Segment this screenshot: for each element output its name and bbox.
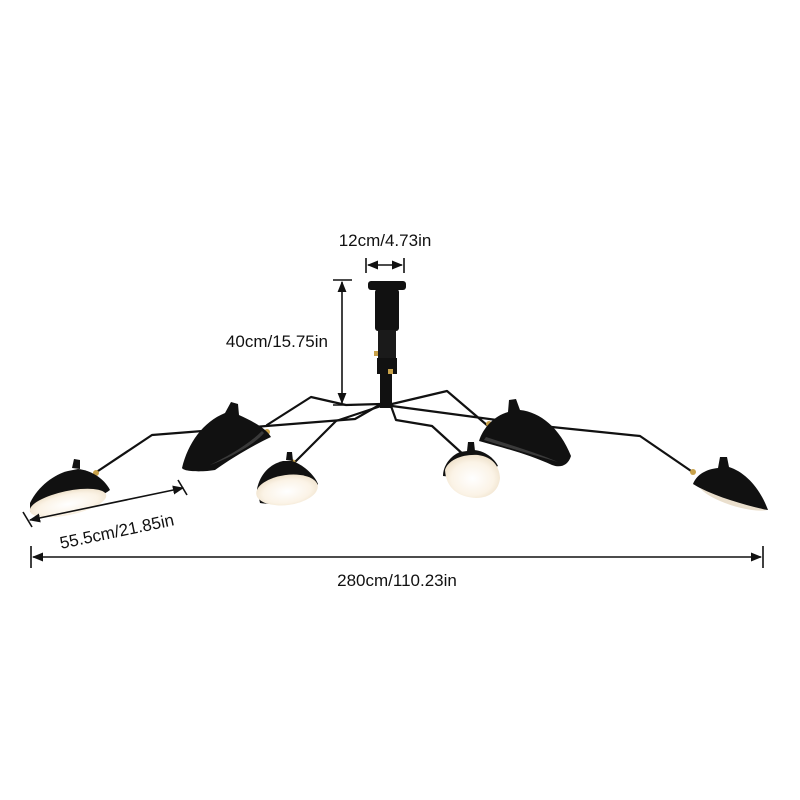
drop-height-label: 40cm/15.75in: [226, 332, 328, 351]
arm-left-upper: [265, 395, 383, 427]
arm-right-inner: [389, 404, 467, 458]
arm-far-right: [390, 404, 696, 475]
dimension-lines: [22, 258, 764, 568]
arm-right-upper: [390, 389, 490, 428]
lamp-fixture: [29, 281, 768, 518]
arm-left-inner: [291, 404, 383, 466]
arm-length-label: 55.5cm/21.85in: [58, 510, 176, 552]
total-span-label: 280cm/110.23in: [337, 571, 457, 590]
lamp-shade-left-upper: [182, 402, 271, 472]
lamp-shade-left-inner: [256, 452, 318, 506]
canopy-width-label: 12cm/4.73in: [339, 231, 432, 250]
lamp-shade-far-right: [693, 457, 768, 511]
lamp-shade-right-inner: [443, 442, 500, 498]
lamp-shade-right-upper: [479, 399, 571, 467]
arm-length-arrow: [28, 485, 185, 523]
lamp-shade-far-left: [29, 459, 110, 518]
canopy-stem: [368, 281, 406, 408]
